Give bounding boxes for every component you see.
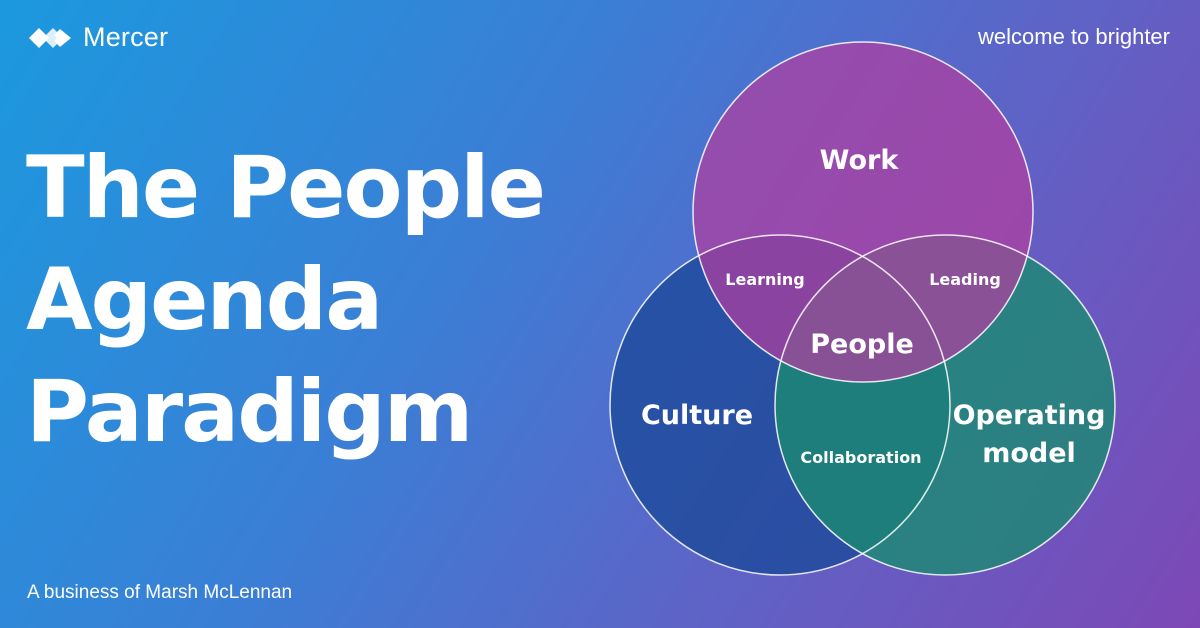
venn-outline-culture <box>609 234 951 576</box>
brand-name: Mercer <box>83 22 169 52</box>
label-operating-line-2: model <box>982 438 1076 469</box>
venn-outline-work <box>692 41 1034 383</box>
tagline: welcome to brighter <box>978 24 1170 49</box>
label-learning: Learning <box>725 270 804 289</box>
label-operating-line-1: Operating <box>953 400 1106 431</box>
mercer-logo-icon <box>29 27 71 48</box>
page-title: The People Agenda Paradigm <box>26 132 586 468</box>
label-culture: Culture <box>641 400 753 431</box>
title-line-3: Paradigm <box>26 362 473 462</box>
label-work: Work <box>820 145 900 176</box>
footer-note: A business of Marsh McLennan <box>27 582 293 603</box>
mercer-logo: Mercer <box>27 22 168 53</box>
label-collaboration: Collaboration <box>800 448 921 467</box>
venn-outline-operating-model <box>774 234 1116 576</box>
title-line-2: Agenda <box>26 250 383 350</box>
venn-circle-work <box>693 42 1033 382</box>
label-leading: Leading <box>929 270 1001 289</box>
label-people-center: People <box>810 329 914 360</box>
title-line-1: The People <box>26 138 546 238</box>
